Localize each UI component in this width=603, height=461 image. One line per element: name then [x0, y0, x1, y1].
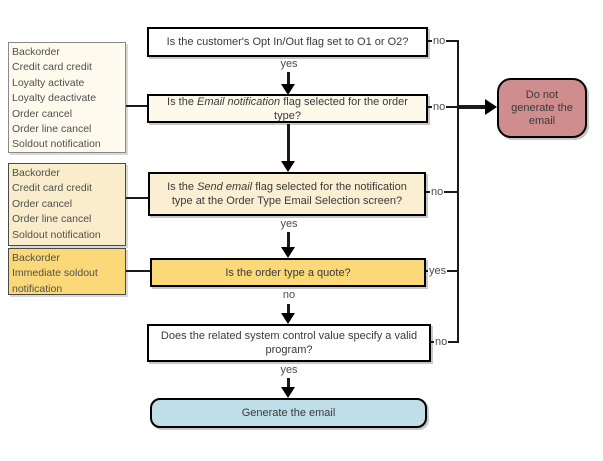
connector-line: [126, 270, 150, 272]
list-item: Order line cancel: [12, 123, 92, 136]
terminal-generate-email: Generate the email: [150, 398, 427, 428]
decision-opt-in-out-flag: Is the customer's Opt In/Out flag set to…: [147, 27, 428, 57]
list-item: Backorder: [12, 167, 60, 179]
list-item: Credit card credit: [12, 182, 92, 195]
arrow-down-icon: [281, 247, 295, 258]
terminal-text: Generate the email: [241, 407, 336, 419]
connector-line: [126, 105, 147, 107]
notification-type-list-send-email: Backorder Credit card credit Order cance…: [8, 163, 126, 246]
decision-text: Is the order type a quote?: [225, 266, 351, 279]
edge-label-no: no: [434, 336, 449, 348]
edge-label-no: no: [432, 35, 447, 47]
branch-bus-line: [457, 40, 459, 343]
flow-arrow-shaft: [458, 105, 486, 109]
list-item: Order cancel: [12, 197, 73, 210]
edge-label-yes: yes: [428, 265, 448, 277]
italic-term: Send email: [197, 181, 253, 193]
edge-label-yes: yes: [280, 218, 298, 230]
list-item: Order line cancel: [12, 213, 92, 226]
edge-label-yes: yes: [280, 364, 298, 376]
flow-arrow-shaft: [287, 378, 290, 388]
list-item: Backorder: [12, 46, 60, 58]
decision-text: Is the Send email flag selected for the …: [167, 181, 407, 207]
list-item: Order cancel: [12, 107, 73, 120]
decision-text: Is the customer's Opt In/Out flag set to…: [166, 36, 409, 48]
list-item: Backorder: [12, 252, 60, 264]
arrow-down-icon: [281, 387, 295, 398]
list-item: Loyalty deactivate: [12, 92, 97, 105]
arrow-right-icon: [485, 99, 497, 115]
arrow-down-icon: [281, 161, 295, 172]
list-item: Loyalty activate: [12, 76, 85, 89]
order-type-list-email-notification: Backorder Credit card credit Loyalty act…: [8, 42, 126, 153]
edge-label-no: no: [430, 186, 445, 198]
terminal-do-not-generate-email: Do not generate the email: [497, 78, 587, 138]
list-item: Soldout notification: [12, 138, 101, 151]
connector-line: [126, 197, 148, 199]
decision-system-control-value: Does the related system control value sp…: [147, 324, 431, 362]
decision-email-notification-flag: Is the Email notification flag selected …: [147, 94, 428, 123]
flow-arrow-shaft: [287, 304, 290, 315]
edge-label-no: no: [432, 101, 447, 113]
list-item: Immediate soldout notification: [12, 267, 98, 295]
edge-label-no: no: [282, 289, 296, 301]
decision-send-email-flag: Is the Send email flag selected for the …: [148, 172, 426, 216]
decision-text: Is the Email notification flag selected …: [167, 95, 408, 122]
list-item: Credit card credit: [12, 61, 92, 74]
flow-arrow-shaft: [287, 72, 290, 86]
edge-label-yes: yes: [280, 58, 298, 70]
decision-order-type-quote: Is the order type a quote?: [150, 258, 426, 287]
quote-check-list: Backorder Immediate soldout notification: [8, 248, 126, 295]
arrow-down-icon: [281, 313, 295, 324]
arrow-down-icon: [281, 84, 295, 95]
terminal-text: Do not generate the email: [511, 88, 573, 127]
italic-term: Email notification: [197, 95, 281, 108]
decision-text: Does the related system control value sp…: [160, 330, 418, 356]
flow-arrow-shaft: [287, 232, 290, 248]
list-item: Soldout notification: [12, 228, 101, 241]
flow-arrow-shaft: [287, 124, 290, 162]
